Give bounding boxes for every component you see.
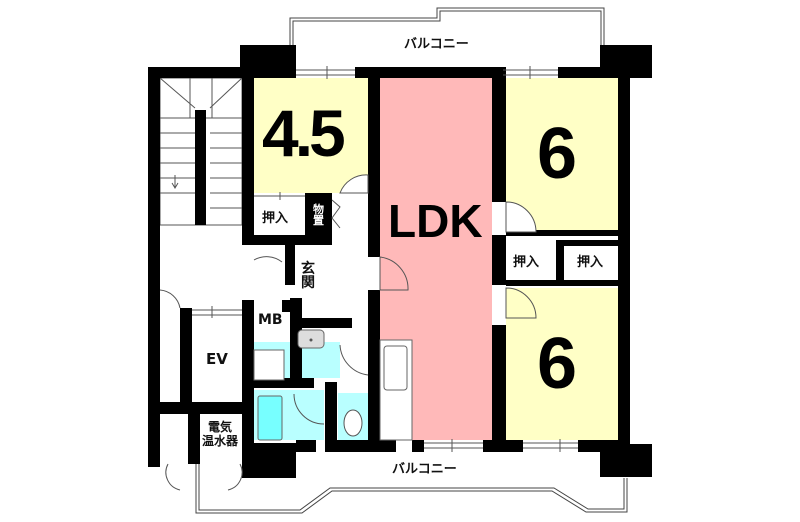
stair-core-wall	[195, 110, 206, 225]
water-heater-label-2: 温水器	[202, 434, 239, 448]
washing-machine-space	[253, 349, 285, 381]
windows	[192, 66, 578, 452]
toilet	[343, 409, 363, 437]
closet-6-top-label: 押入	[513, 255, 540, 270]
meter-box-label: MB	[258, 312, 283, 328]
room-4.5-label: 4.5	[262, 96, 346, 170]
ldk-label: LDK	[388, 195, 483, 247]
room-6-top-label: 6	[537, 114, 578, 194]
water-heater-label-1: 電気	[208, 420, 233, 434]
kitchen-sink	[383, 345, 408, 391]
entrance-label: 玄関	[301, 261, 315, 291]
balcony-bottom-outline	[195, 462, 628, 514]
room-6-bottom-fill	[506, 288, 618, 440]
doors	[159, 174, 537, 491]
balcony-top-label: バルコニー	[404, 37, 469, 52]
closet-6-right-label: 押入	[577, 255, 604, 270]
closet-4.5-label: 押入	[262, 211, 289, 226]
balcony-top-outline	[289, 7, 605, 45]
room-4.5-fill	[254, 78, 368, 193]
balcony-bottom-label: バルコニー	[392, 462, 457, 477]
elevator-label: EV	[206, 350, 228, 368]
room-6-bottom-label: 6	[537, 324, 578, 404]
walls	[148, 45, 652, 478]
bathtub	[257, 395, 283, 441]
storage-label: 物置	[313, 203, 325, 227]
